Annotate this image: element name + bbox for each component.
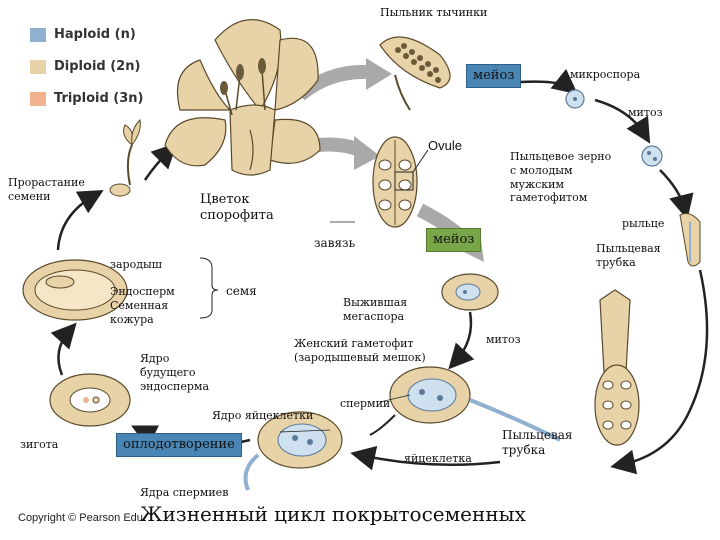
legend-diploid: Diploid (2n) <box>30 58 140 76</box>
label-seed: семя <box>226 284 257 298</box>
pollen-grain-cell <box>641 145 663 167</box>
arrow-pollen-to-stigma <box>659 169 694 220</box>
gray-arrow-head-1 <box>366 58 392 90</box>
seed-illustration <box>22 257 219 321</box>
arrow-megaspore-to-gametophyte <box>448 311 475 370</box>
arrow-germination-to-flower <box>143 142 178 181</box>
copyright-text: Copyright © Pearson Edu <box>18 512 143 524</box>
label-pollen-tube-top: Пыльцевая трубка <box>596 242 661 269</box>
label-mitosis-top: митоз <box>628 106 663 119</box>
arrow-microspore-to-pollen <box>594 98 651 144</box>
arrow-anther-to-microspore <box>519 68 578 95</box>
legend-swatch-diploid <box>30 59 46 74</box>
label-anther: Пыльник тычинки <box>380 6 488 19</box>
label-flower: Цветок спорофита <box>200 192 274 224</box>
label-mitosis-mid: митоз <box>486 333 521 346</box>
label-embryo: зародыш <box>110 258 162 271</box>
label-female-gametophyte: Женский гаметофит (зародышевый мешок) <box>294 337 426 364</box>
meiosis-top-box: мейоз <box>466 64 522 88</box>
label-pollen-tube-bottom: Пыльцевая трубка <box>502 428 573 457</box>
label-microspore: микроспора <box>570 68 641 81</box>
fertilization-ovule-illustration <box>243 411 343 491</box>
label-endosperm-nucleus: Ядро будущего эндосперма <box>140 352 210 393</box>
label-ovary: завязь <box>314 236 356 250</box>
legend-triploid: Triploid (3n) <box>30 90 143 108</box>
arrow-gametophyte-to-fert <box>369 414 396 436</box>
flower-illustration <box>164 19 321 176</box>
label-endosperm-coat: Эндосперм Семенная кожура <box>110 285 175 326</box>
legend-label: Haploid (n) <box>54 27 136 42</box>
legend-label: Diploid (2n) <box>54 59 141 74</box>
embryo-sac-illustration <box>389 366 561 442</box>
label-sperms: спермии <box>340 397 391 410</box>
ovary-center-illustration <box>372 136 429 228</box>
legend-label: Triploid (3n) <box>54 91 144 106</box>
meiosis-mid-box: мейоз <box>426 228 482 252</box>
label-sperm-nuclei: Ядра спермиев <box>140 486 229 499</box>
label-megaspore: Выжившая мегаспора <box>343 296 408 323</box>
label-germination: Прорастание семени <box>8 176 85 203</box>
megaspore-illustration <box>441 273 499 311</box>
label-stigma: рыльце <box>622 217 665 230</box>
legend-swatch-haploid <box>30 27 46 42</box>
stigma-illustration <box>679 213 701 267</box>
zygote-illustration <box>49 373 131 427</box>
diagram-title: Жизненный цикл покрытосеменных <box>140 502 526 526</box>
label-ovule: Ovule <box>428 138 462 153</box>
gray-arrow-head-2 <box>354 136 380 170</box>
arrow-bottom-to-fertilization <box>350 445 501 471</box>
anther-illustration <box>379 36 451 111</box>
label-egg-nucleus: Ядро яйцеклетки <box>212 409 314 422</box>
legend-swatch-triploid <box>30 91 46 106</box>
seedling-illustration <box>109 118 141 197</box>
arrow-seed-to-germination <box>56 190 104 251</box>
label-egg: яйцеклетка <box>404 452 472 465</box>
ovary-right-illustration <box>594 289 640 446</box>
label-zygote: зигота <box>20 438 59 451</box>
fertilization-box: оплодотворение <box>116 433 242 457</box>
legend-haploid: Haploid (n) <box>30 26 136 44</box>
arrow-zygote-to-seed <box>50 322 77 376</box>
arrow-right-side-down <box>610 269 709 475</box>
label-pollen-grain: Пыльцевое зерно с молодым мужским гамето… <box>510 150 612 205</box>
